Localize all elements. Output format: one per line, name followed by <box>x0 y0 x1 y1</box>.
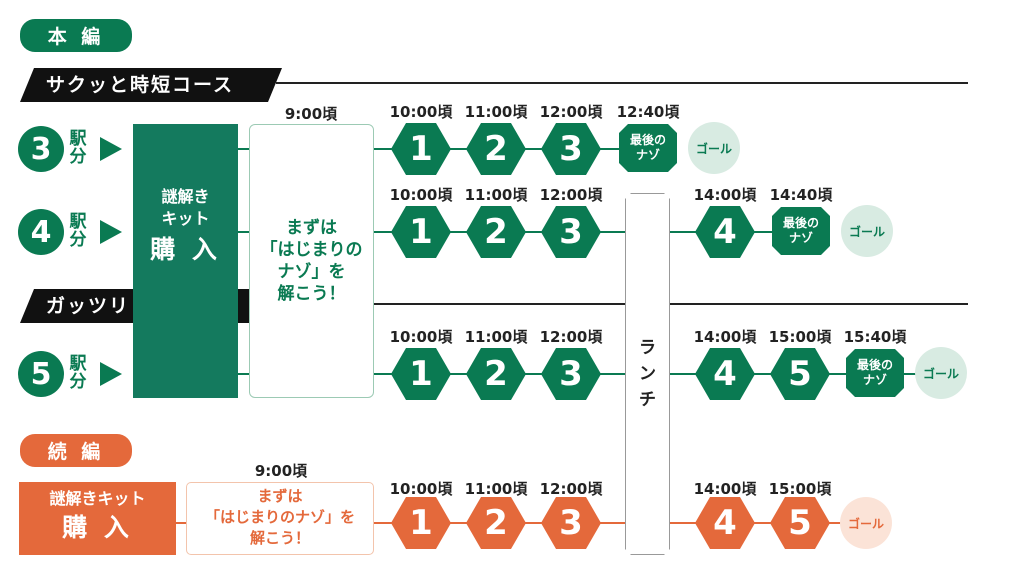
row4-final-puzzle: 最後の ナゾ <box>772 207 830 255</box>
row3-final-puzzle: 最後の ナゾ <box>619 124 677 172</box>
row3-final-time: 12:40頃 <box>616 103 680 121</box>
station-count-4: 4 <box>18 209 64 255</box>
main-edition-label: 本 編 <box>20 19 132 52</box>
row4-stop-4: 4 <box>695 206 755 258</box>
sequel-goal: ゴール <box>840 497 892 549</box>
row5-time-4: 14:00頃 <box>693 328 757 346</box>
arrow-4-icon <box>100 220 122 244</box>
kit-purchase-box: 謎解き キット 購 入 <box>133 124 238 398</box>
row3-time-2: 11:00頃 <box>464 103 528 121</box>
row5-stop-2: 2 <box>466 348 526 400</box>
sequel-start-puzzle-box: まずは 「はじまりのナゾ」を 解こう！ <box>186 482 374 555</box>
row5-stop-1: 1 <box>391 348 451 400</box>
sequel-time-4: 14:00頃 <box>693 480 757 498</box>
start-puzzle-box: まずは 「はじまりの ナゾ」を 解こう！ <box>249 124 374 398</box>
row4-stop-2: 2 <box>466 206 526 258</box>
row3-stop-2: 2 <box>466 123 526 175</box>
sequel-stop-4: 4 <box>695 497 755 549</box>
start-time: 9:00頃 <box>284 105 338 123</box>
sequel-stop-5: 5 <box>770 497 830 549</box>
row3-goal: ゴール <box>688 122 740 174</box>
row5-stop-3: 3 <box>541 348 601 400</box>
row4-final-time: 14:40頃 <box>769 186 833 204</box>
station-count-5: 5 <box>18 351 64 397</box>
row4-time-1: 10:00頃 <box>389 186 453 204</box>
row4-stop-1: 1 <box>391 206 451 258</box>
row5-time-5: 15:00頃 <box>768 328 832 346</box>
row4-time-2: 11:00頃 <box>464 186 528 204</box>
row5-final-time: 15:40頃 <box>843 328 907 346</box>
row3-time-3: 12:00頃 <box>539 103 603 121</box>
row5-time-2: 11:00頃 <box>464 328 528 346</box>
ekifun-3: 駅分 <box>69 129 87 167</box>
ekifun-4: 駅分 <box>69 212 87 250</box>
sequel-stop-1: 1 <box>391 497 451 549</box>
row4-stop-3: 3 <box>541 206 601 258</box>
row4-time-3: 12:00頃 <box>539 186 603 204</box>
sequel-time-1: 10:00頃 <box>389 480 453 498</box>
short-course-banner: サクッと時短コース <box>20 68 282 102</box>
sequel-kit-purchase-box: 謎解きキット 購 入 <box>19 482 176 555</box>
arrow-5-icon <box>100 362 122 386</box>
row5-goal: ゴール <box>915 347 967 399</box>
row5-time-3: 12:00頃 <box>539 328 603 346</box>
station-count-3: 3 <box>18 126 64 172</box>
sequel-stop-3: 3 <box>541 497 601 549</box>
row3-stop-3: 3 <box>541 123 601 175</box>
row5-stop-5: 5 <box>770 348 830 400</box>
row4-time-4: 14:00頃 <box>693 186 757 204</box>
sequel-start-time: 9:00頃 <box>254 462 308 480</box>
row5-final-puzzle: 最後の ナゾ <box>846 349 904 397</box>
sequel-time-3: 12:00頃 <box>539 480 603 498</box>
row4-goal: ゴール <box>841 205 893 257</box>
arrow-3-icon <box>100 137 122 161</box>
lunch-box: ランチ <box>625 193 670 555</box>
short-course-rule <box>276 82 968 84</box>
row5-time-1: 10:00頃 <box>389 328 453 346</box>
ekifun-5: 駅分 <box>69 354 87 392</box>
sequel-time-2: 11:00頃 <box>464 480 528 498</box>
sequel-time-5: 15:00頃 <box>768 480 832 498</box>
row5-stop-4: 4 <box>695 348 755 400</box>
sequel-stop-2: 2 <box>466 497 526 549</box>
long-course-rule <box>276 303 968 305</box>
row3-stop-1: 1 <box>391 123 451 175</box>
sequel-edition-label: 続 編 <box>20 434 132 467</box>
row-4-connector <box>238 231 818 233</box>
row3-time-1: 10:00頃 <box>389 103 453 121</box>
